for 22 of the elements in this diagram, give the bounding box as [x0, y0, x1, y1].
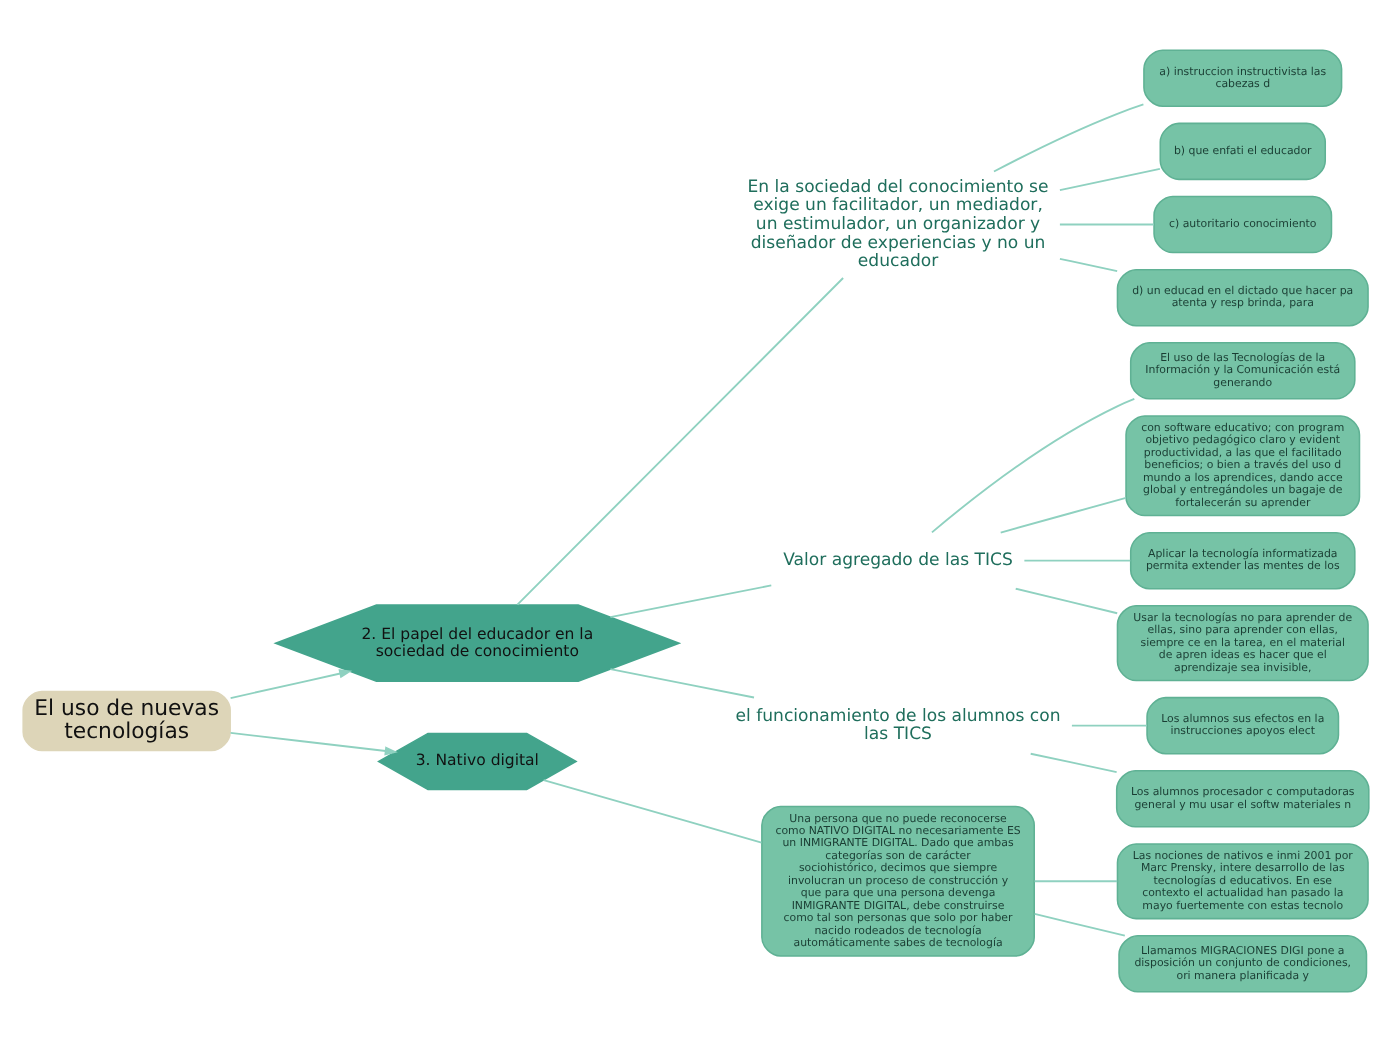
connector: [993, 102, 1145, 172]
connector: [609, 583, 773, 618]
node-text: el funcionamiento de los alumnos con las TICS: [735, 705, 1061, 745]
connector: [1029, 751, 1118, 773]
connector: [542, 778, 763, 843]
connector: [1058, 256, 1119, 272]
connector: [999, 495, 1127, 533]
arrow: [229, 730, 398, 755]
connector: [1023, 558, 1132, 561]
arrow: [229, 668, 353, 698]
connector: [609, 667, 755, 698]
connector: [1058, 222, 1155, 225]
connector: [1014, 586, 1119, 614]
connector: [1070, 723, 1148, 726]
node-text: Valor agregado de las TICS: [783, 550, 1013, 571]
node-text: En la sociedad del conocimiento se exige un facilitador, un mediador, un estimulador, un organizador y diseñador de experiencias y no un educador: [747, 176, 1049, 272]
node-box: El uso de nuevas tecnologías: [22, 689, 231, 751]
connector: [931, 397, 1136, 533]
connector: [516, 276, 845, 605]
connector: [1058, 166, 1161, 191]
connector: [1033, 911, 1126, 936]
connector: [1033, 879, 1119, 882]
